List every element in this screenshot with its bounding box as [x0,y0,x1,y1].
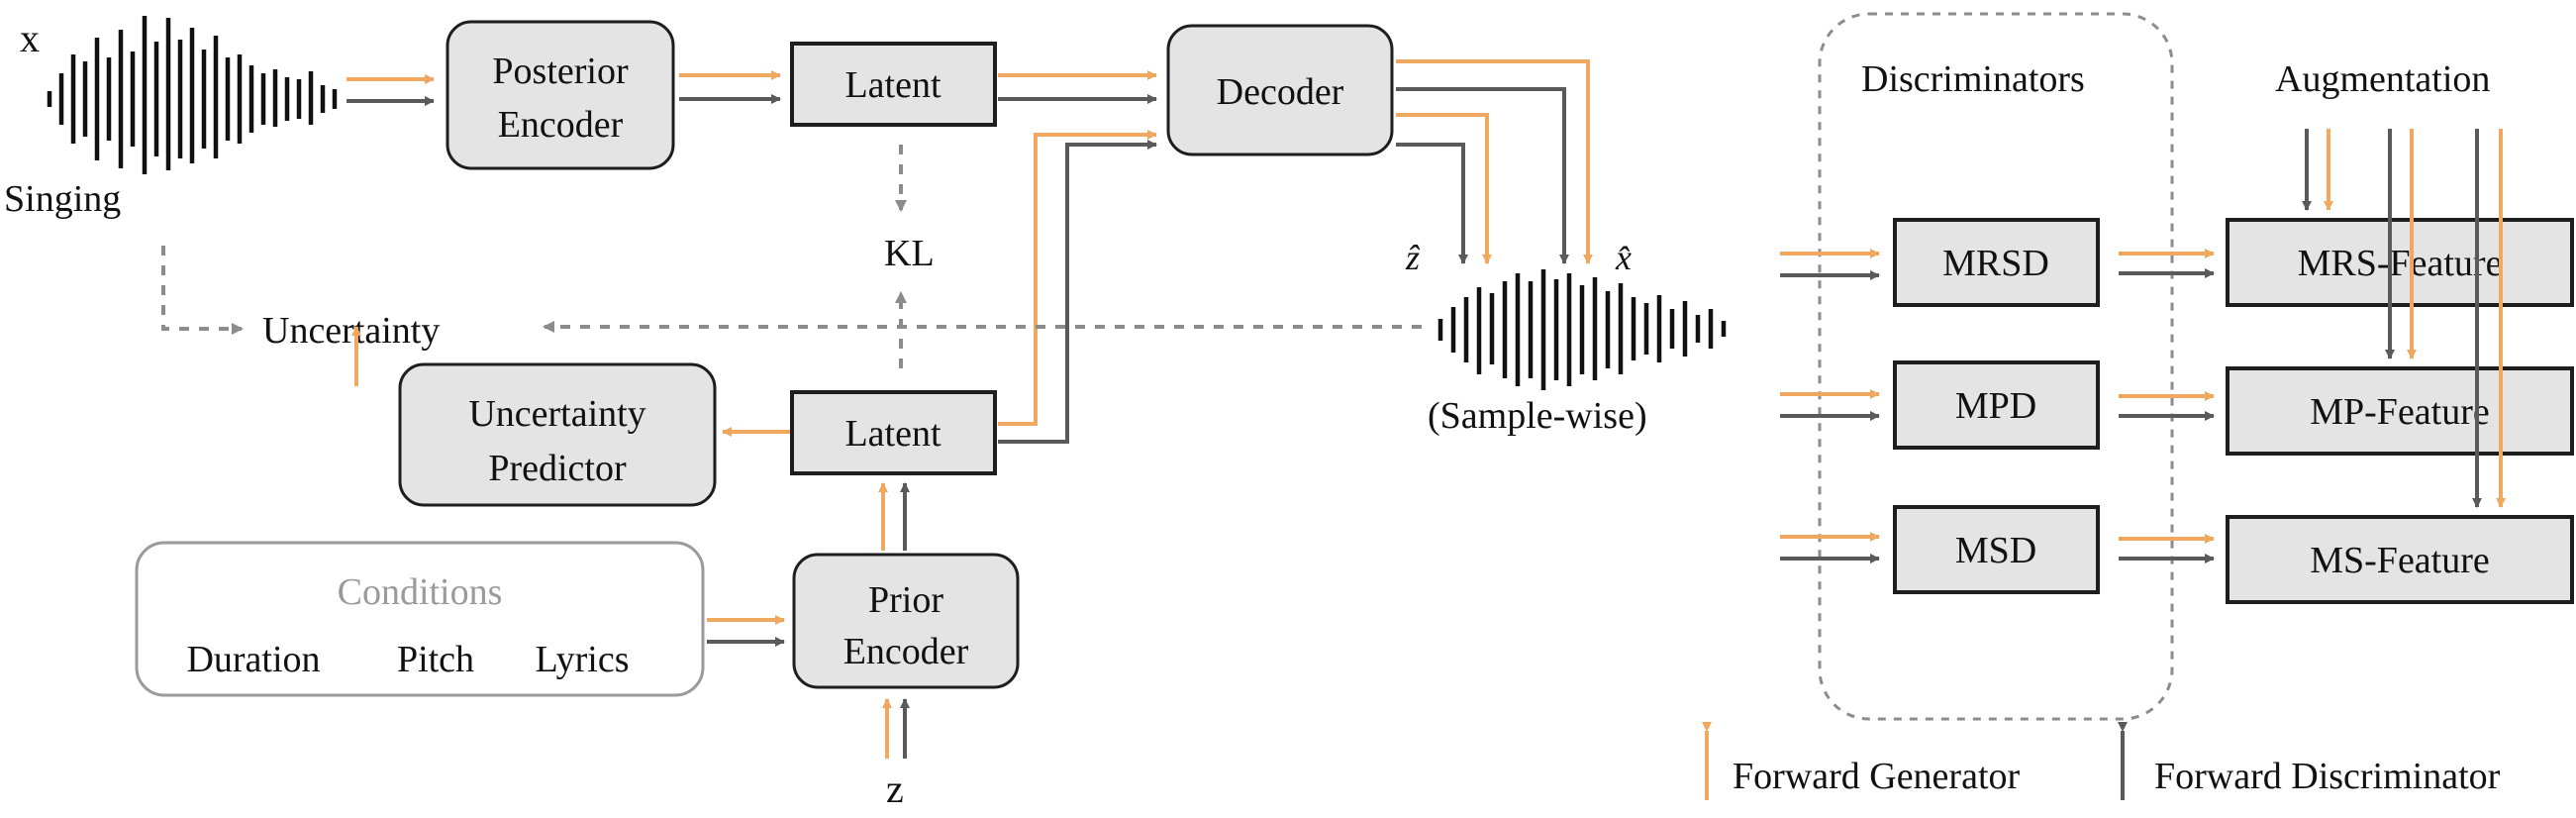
arrow-decoder-to-xhat-gen [1396,59,1593,264]
mrs-feature-label: MRS-Feature [2298,243,2503,284]
dashed-arrows [161,145,1422,368]
msd-box: MSD [1893,505,2100,594]
conditions-box: Conditions Duration Pitch Lyrics [135,541,705,697]
decoder-box: Decoder [1166,24,1394,156]
conditions-title: Conditions [338,571,503,613]
prior-encoder-line1: Prior [868,579,943,621]
arrow-decoder-to-xhat-disc [1396,87,1569,264]
sample-wise-label: (Sample-wise) [1428,395,1647,437]
mrsd-box: MRSD [1893,218,2100,307]
z-hat-label: ẑ [1405,238,1421,277]
posterior-encoder-line2: Encoder [498,104,624,146]
arrow-latent2-to-decoder-disc [998,140,1157,444]
msd-label: MSD [1955,530,2036,571]
input-waveform [47,16,338,174]
condition-duration: Duration [186,639,320,680]
prior-encoder-box: Prior Encoder [792,553,1020,689]
posterior-encoder-line1: Posterior [492,51,629,92]
arrow-decoder-to-zhat-gen [1396,113,1492,264]
noise-z-label: z [886,767,904,811]
kl-label: KL [884,233,935,274]
discriminator-arrows [347,87,2482,800]
legend-discriminator-label: Forward Discriminator [2154,756,2501,797]
latent-top-box: Latent [790,42,997,127]
condition-pitch: Pitch [397,639,474,680]
legend-generator-label: Forward Generator [1733,756,2021,797]
singing-label: Singing [4,178,121,220]
mpd-box: MPD [1893,360,2100,450]
augmentation-title: Augmentation [2275,58,2490,100]
uncertainty-predictor-box: Uncertainty Predictor [398,362,717,507]
discriminators-title: Discriminators [1861,58,2085,100]
arrow-decoder-to-zhat-disc [1396,143,1468,264]
discriminators-group [1818,12,2174,721]
uncertainty-predictor-line1: Uncertainty [468,393,645,435]
x-hat-label: x̂ [1615,238,1632,277]
generator-arrows [347,59,2506,800]
mrs-feature-box: MRS-Feature [2226,218,2574,307]
uncertainty-label: Uncertainty [262,310,440,352]
arrow-latent2-to-decoder-gen [998,130,1157,426]
mrsd-label: MRSD [1942,243,2049,284]
output-waveform [1437,269,1727,390]
decoder-label: Decoder [1217,71,1344,113]
condition-lyrics: Lyrics [536,639,630,680]
dashed-singing-to-uncertainty [161,246,244,335]
mpd-label: MPD [1955,385,2036,427]
uncertainty-predictor-line2: Predictor [488,448,627,489]
mp-feature-label: MP-Feature [2310,391,2490,433]
ms-feature-box: MS-Feature [2226,515,2574,604]
latent-top-label: Latent [844,64,941,106]
latent-bottom-box: Latent [790,390,997,475]
input-x-label: x [20,16,40,60]
posterior-encoder-box: Posterior Encoder [446,20,675,170]
prior-encoder-line2: Encoder [843,631,969,672]
ms-feature-label: MS-Feature [2310,540,2490,581]
latent-bottom-label: Latent [844,413,941,455]
mp-feature-box: MP-Feature [2226,366,2574,456]
